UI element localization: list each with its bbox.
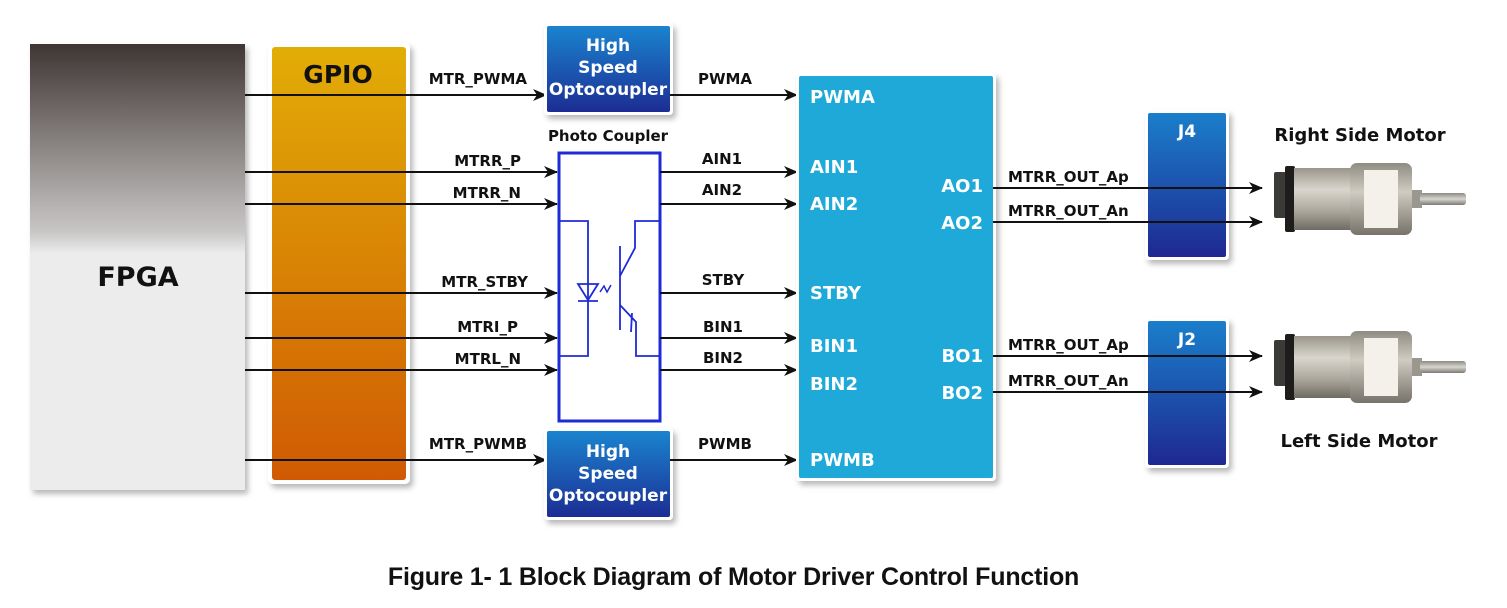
gpio-block: GPIO <box>268 43 410 484</box>
signal-label-bin1: BIN1 <box>703 318 743 336</box>
photo-coupler-schematic <box>560 220 659 357</box>
fpga-label: FPGA <box>97 262 178 293</box>
driver-pin-bin1: BIN1 <box>810 336 858 357</box>
driver-pin-ain2: AIN2 <box>810 194 858 215</box>
signal-label-bin2: BIN2 <box>703 349 743 367</box>
signal-label-mtr-stby: MTR_STBY <box>441 273 529 291</box>
stage-to-driver-wires <box>660 89 798 466</box>
gpio-label: GPIO <box>303 60 372 89</box>
signal-label-ain1: AIN1 <box>702 150 742 168</box>
opto-bottom-line1: High <box>586 442 630 462</box>
signal-label-ain2: AIN2 <box>702 181 742 199</box>
signal-label-a-out-p: MTRR_OUT_Ap <box>1008 168 1129 186</box>
led-icon <box>576 283 600 302</box>
signal-label-b-out-n: MTRR_OUT_An <box>1008 372 1129 390</box>
motor-left-icon <box>1274 331 1466 403</box>
opto-bottom-line2: Speed <box>578 464 638 484</box>
figure-caption: Figure 1- 1 Block Diagram of Motor Drive… <box>387 563 1080 591</box>
signal-label-mtrl-n: MTRL_N <box>455 350 521 368</box>
signal-label-mtr-pwmb: MTR_PWMB <box>429 435 527 453</box>
signal-label-mtrr-p: MTRR_P <box>454 152 521 170</box>
photo-coupler-label: Photo Coupler <box>548 127 669 145</box>
opto-top-line3: Optocoupler <box>549 80 668 100</box>
driver-pin-ao1: AO1 <box>941 176 983 197</box>
opto-top-line2: Speed <box>578 58 638 78</box>
driver-pin-bo1: BO1 <box>941 346 983 367</box>
driver-pin-pwmb: PWMB <box>810 450 875 471</box>
input-wires <box>245 89 558 466</box>
opto-top-line1: High <box>586 36 630 56</box>
j2-label: J2 <box>1177 330 1196 350</box>
fpga-block: FPGA <box>30 44 245 490</box>
driver-pin-pwma: PWMA <box>810 87 875 108</box>
motor-driver-chip: PWMA AIN1 AIN2 STBY BIN1 BIN2 PWMB AO1 A… <box>796 73 996 481</box>
signal-label-mtri-p: MTRI_P <box>457 318 518 336</box>
stage-output-labels: PWMA AIN1 AIN2 STBY BIN1 BIN2 PWMB <box>698 70 752 453</box>
optocoupler-bottom: High Speed Optocoupler <box>544 428 673 520</box>
signal-label-stby: STBY <box>702 271 746 289</box>
motor-left: Left Side Motor <box>1274 331 1466 452</box>
j4-label: J4 <box>1177 122 1196 142</box>
signal-label-pwma: PWMA <box>698 70 752 88</box>
connector-j4: J4 <box>1145 110 1229 260</box>
driver-pin-ain1: AIN1 <box>810 157 858 178</box>
photo-coupler: Photo Coupler <box>548 127 669 423</box>
driver-pin-bin2: BIN2 <box>810 374 858 395</box>
signal-label-mtrr-n: MTRR_N <box>453 184 521 202</box>
optocoupler-top: High Speed Optocoupler <box>544 23 673 115</box>
input-labels: MTR_PWMA MTRR_P MTRR_N MTR_STBY MTRI_P M… <box>429 70 529 453</box>
motor-right-label: Right Side Motor <box>1274 125 1445 146</box>
motor-right: Right Side Motor <box>1274 125 1466 235</box>
motor-left-label: Left Side Motor <box>1281 431 1438 452</box>
signal-label-a-out-n: MTRR_OUT_An <box>1008 202 1129 220</box>
signal-label-mtr-pwma: MTR_PWMA <box>429 70 528 88</box>
output-wires: MTRR_OUT_Ap MTRR_OUT_An MTRR_OUT_Ap MTRR… <box>993 168 1263 398</box>
signal-label-pwmb: PWMB <box>698 435 752 453</box>
motor-right-icon <box>1274 163 1466 235</box>
opto-bottom-line3: Optocoupler <box>549 486 668 506</box>
driver-pin-stby: STBY <box>810 283 862 304</box>
signal-label-b-out-p: MTRR_OUT_Ap <box>1008 336 1129 354</box>
driver-pin-ao2: AO2 <box>941 213 983 234</box>
driver-pin-bo2: BO2 <box>941 383 983 404</box>
